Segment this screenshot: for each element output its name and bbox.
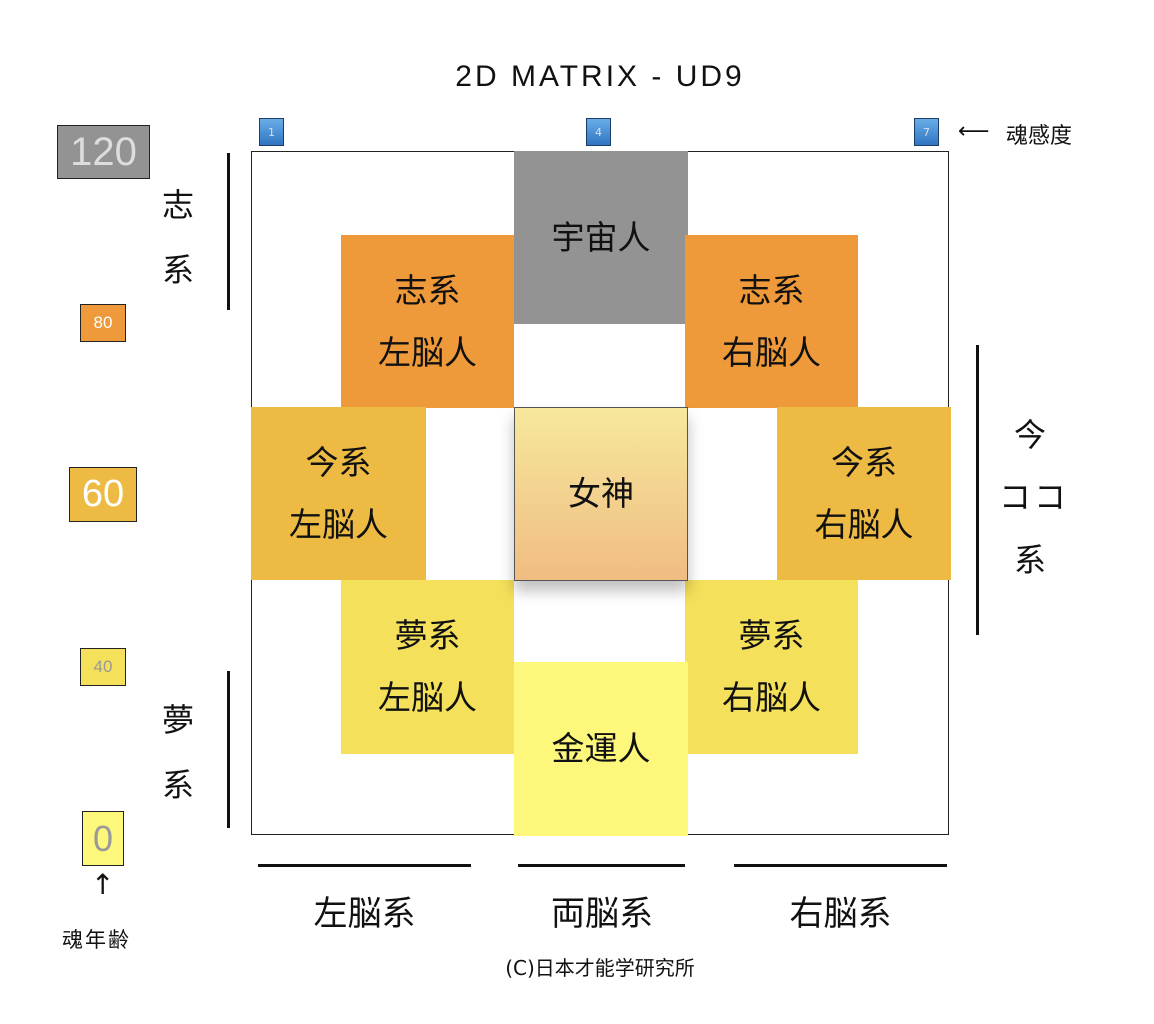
left-group-bottom-1: 夢 [161, 701, 194, 739]
cell-kokorozashi-right: 志系 右脳人 [685, 235, 858, 408]
divider-line [227, 153, 230, 310]
marker-1: 1 [259, 118, 284, 146]
cell-ima-left: 今系 左脳人 [251, 407, 426, 580]
age-marker-0: 0 [82, 811, 124, 866]
cell-yume-right: 夢系 右脳人 [685, 580, 858, 754]
top-axis-label: 魂感度 [1006, 124, 1073, 149]
cell-megami: 女神 [514, 407, 688, 581]
cell-kokorozashi-left: 志系 左脳人 [341, 235, 514, 408]
arrow-left-icon: ⟵ [958, 119, 990, 144]
bottom-group-right: 右脳系 [789, 894, 892, 934]
left-group-bottom-2: 系 [161, 766, 194, 804]
diagram-title: 2D MATRIX - UD9 [455, 60, 745, 93]
cell-yume-left: 夢系 左脳人 [341, 580, 514, 754]
right-group-3: コ [1033, 478, 1066, 516]
divider-line [227, 671, 230, 828]
right-group-1: 今 [1013, 416, 1046, 454]
divider-line [734, 864, 947, 867]
cell-uchujin: 宇宙人 [514, 151, 688, 324]
age-marker-40: 40 [80, 648, 126, 686]
divider-line [258, 864, 471, 867]
right-group-4: 系 [1013, 541, 1046, 579]
cell-kinunjin: 金運人 [514, 662, 688, 836]
marker-4: 4 [586, 118, 611, 146]
age-marker-120: 120 [57, 125, 150, 179]
divider-line [976, 345, 979, 635]
age-axis-label: 魂年齢 [62, 928, 131, 952]
bottom-group-both: 両脳系 [551, 894, 653, 934]
cell-ima-right: 今系 右脳人 [777, 407, 951, 580]
bottom-group-left: 左脳系 [313, 894, 416, 934]
left-group-top-2: 系 [161, 251, 194, 289]
divider-line [518, 864, 685, 867]
age-marker-60: 60 [69, 467, 137, 522]
marker-7: 7 [914, 118, 939, 146]
copyright: (C)日本才能学研究所 [505, 956, 695, 980]
arrow-up-icon: ↑ [91, 868, 115, 901]
age-marker-80: 80 [80, 304, 126, 342]
left-group-top-1: 志 [161, 186, 194, 224]
right-group-2: コ [998, 478, 1031, 516]
